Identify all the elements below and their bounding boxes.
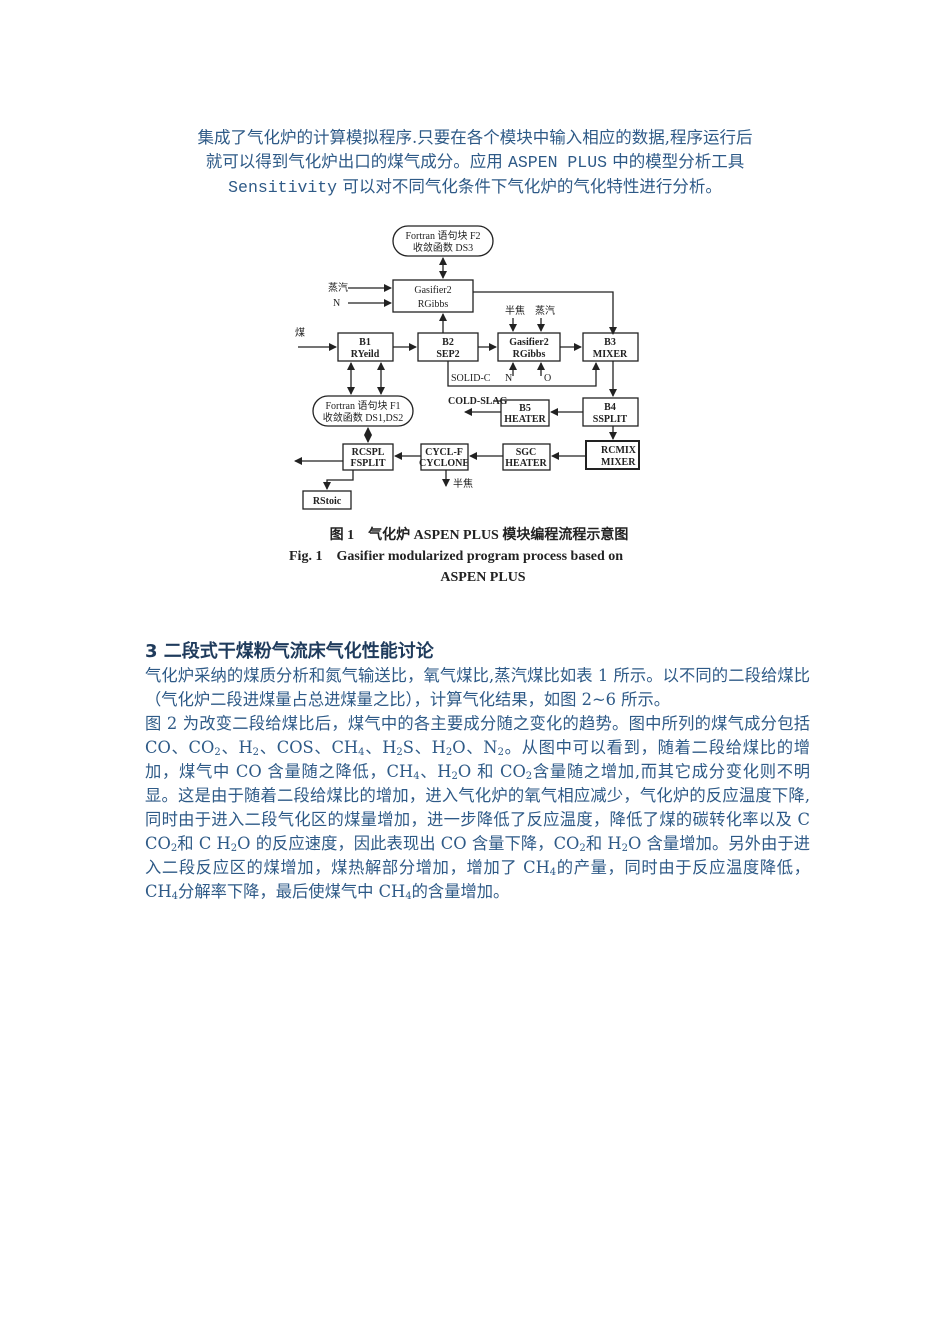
sgc-label-1: SGC	[516, 447, 537, 458]
intro-paragraph: 集成了气化炉的计算模拟程序.只要在各个模块中输入相应的数据,程序运行后 就可以得…	[140, 126, 810, 200]
figure-caption-en-2: ASPEN PLUS	[440, 570, 526, 585]
semi-coke-output-label: 半焦	[453, 477, 473, 490]
fortran-f2-node	[392, 225, 494, 257]
section-3: 3 二段式干煤粉气流床气化性能讨论 气化炉采纳的煤质分析和氮气输送比，氧气煤比,…	[145, 640, 810, 904]
fortran-f2-label-1: Fortran 语句块 F2	[406, 229, 481, 242]
coal-input-label: 煤	[295, 326, 305, 339]
steam2-input-label: 蒸汽	[535, 304, 555, 317]
intro-line-3b: 可以对不同气化条件下气化炉的气化特性进行分析。	[342, 177, 722, 196]
flow-diagram-figure: Fortran 语句块 F2 收敛函数 DS3 Gasifier2 RGibbs…	[283, 218, 663, 598]
fortran-f1-label-1: Fortran 语句块 F1	[326, 399, 401, 412]
rstoic-label: RStoic	[313, 496, 342, 507]
fortran-f2-label-2: 收敛函数 DS3	[413, 241, 473, 254]
figure-caption-en-1: Fig. 1 Gasifier modularized program proc…	[289, 549, 624, 564]
intro-line-2: 就可以得到气化炉出口的煤气成分。应用 ASPEN PLUS 中的模型分析工具	[140, 150, 810, 175]
gasifier2-top-label-2: RGibbs	[418, 299, 449, 310]
rcspl-label-1: RCSPL	[352, 447, 385, 458]
cycl-label-1: CYCL-F	[425, 447, 463, 458]
b1-label-2: RYeild	[351, 349, 380, 360]
o2-bottom-label: O	[544, 373, 551, 384]
b3-label-2: MIXER	[593, 349, 628, 360]
sgc-label-2: HEATER	[505, 458, 547, 469]
fortran-f1-label-2: 收敛函数 DS1,DS2	[323, 411, 404, 424]
rcspl-label-2: FSPLIT	[350, 458, 385, 469]
b1-label-1: B1	[359, 337, 371, 348]
cycl-label-2: CYCLONE	[419, 458, 469, 469]
b5-label-1: B5	[519, 403, 531, 414]
section-heading: 3 二段式干煤粉气流床气化性能讨论	[145, 641, 434, 662]
gasifier2-mid-label-1: Gasifier2	[509, 337, 548, 348]
b3-label-1: B3	[604, 337, 616, 348]
intro-line-1: 集成了气化炉的计算模拟程序.只要在各个模块中输入相应的数据,程序运行后	[197, 128, 753, 147]
b2-label-2: SEP2	[436, 349, 459, 360]
gasifier2-top-label-1: Gasifier2	[414, 285, 451, 296]
intro-line-3: Sensitivity 可以对不同气化条件下气化炉的气化特性进行分析。	[140, 175, 810, 200]
n2-bottom-label: N	[505, 373, 512, 384]
solid-c-label: SOLID-C	[451, 373, 491, 384]
intro-line-3a: Sensitivity	[228, 178, 338, 197]
steam-input-label: 蒸汽	[328, 281, 348, 294]
intro-line-2a: 就可以得到气化炉出口的煤气成分。应用	[205, 152, 503, 171]
cold-slag-label: COLD-SLAG	[448, 396, 508, 407]
b4-label-1: B4	[604, 402, 616, 413]
b2-label-1: B2	[442, 337, 454, 348]
rcmix-label-2: MIXER	[601, 457, 636, 468]
figure-caption-cn: 图 1 气化炉 ASPEN PLUS 模块编程流程示意图	[329, 528, 629, 543]
intro-line-2b: ASPEN PLUS	[507, 153, 608, 172]
flow-diagram: Fortran 语句块 F2 收敛函数 DS3 Gasifier2 RGibbs…	[294, 225, 640, 510]
rcmix-label-1: RCMIX	[601, 445, 637, 456]
b4-label-2: SSPLIT	[593, 414, 628, 425]
figure-caption: 图 1 气化炉 ASPEN PLUS 模块编程流程示意图 Fig. 1 Gasi…	[283, 525, 683, 588]
semi-coke-input-label: 半焦	[505, 304, 525, 317]
gasifier2-mid-label-2: RGibbs	[513, 349, 546, 360]
b5-label-2: HEATER	[504, 414, 546, 425]
n2-input-label: N	[333, 298, 340, 309]
intro-line-2c: 中的模型分析工具	[612, 152, 745, 171]
paragraph-1: 气化炉采纳的煤质分析和氮气输送比，氧气煤比,蒸汽煤比如表 1 所示。以不同的二段…	[145, 666, 810, 709]
paragraph-2: 图 2 为改变二段给煤比后，煤气中的各主要成分随之变化的趋势。图中所列的煤气成分…	[145, 714, 810, 902]
